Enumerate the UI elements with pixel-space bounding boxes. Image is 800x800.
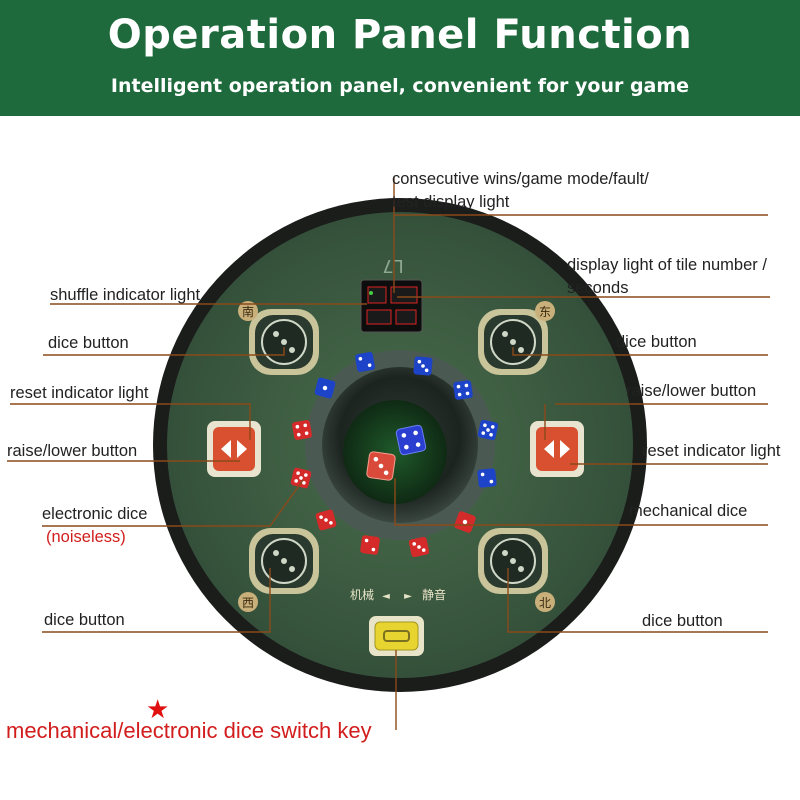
ring-die — [413, 356, 433, 376]
label-dice-button-top-left: dice button — [48, 334, 129, 352]
label-dice-button-top-right: dice button — [616, 333, 697, 351]
mechanical-die-blue — [395, 424, 427, 456]
label-raise-lower-right: raise/lower button — [626, 382, 757, 400]
header-banner: Operation Panel Function Intelligent ope… — [0, 0, 800, 116]
ring-die — [290, 467, 312, 489]
ring-die — [292, 420, 312, 440]
dice-switch-key[interactable] — [369, 616, 424, 656]
raise-lower-button-right[interactable] — [530, 421, 584, 477]
display-code: L7 — [382, 255, 403, 276]
ring-die — [314, 377, 336, 399]
switch-label-mechanical: 机械 — [350, 587, 374, 602]
label-reset-indicator-left: reset indicator light — [10, 384, 149, 402]
svg-text:东: 东 — [539, 305, 551, 319]
dice-button-top-right[interactable] — [478, 309, 548, 375]
seat-marker-south: 南 — [238, 301, 258, 321]
seat-marker-east: 东 — [535, 301, 555, 321]
svg-text:南: 南 — [242, 304, 254, 319]
electronic-dice-ring — [290, 352, 499, 558]
seat-marker-north: 北 — [535, 592, 555, 612]
label-dice-button-bottom-left: dice button — [44, 611, 125, 629]
tile-number-display — [360, 279, 423, 333]
page-title: Operation Panel Function — [107, 12, 693, 58]
label-noiseless: (noiseless) — [46, 528, 126, 546]
switch-arrow-left-icon: ◄ — [382, 591, 390, 602]
dice-button-bottom-left[interactable] — [249, 528, 319, 594]
switch-arrow-right-icon: ► — [404, 591, 412, 602]
mechanical-die-red — [366, 451, 396, 481]
ring-die — [315, 509, 337, 531]
dice-button-top-left[interactable] — [249, 309, 319, 375]
page-subtitle: Intelligent operation panel, convenient … — [110, 75, 690, 97]
label-consecutive-wins: consecutive wins/game mode/fault/ — [392, 170, 649, 188]
star-icon: ★ — [146, 694, 170, 724]
label-test-display: test display light — [392, 193, 510, 211]
switch-label-silent: 静音 — [422, 587, 446, 602]
label-mechanical-dice: mechanical dice — [629, 502, 748, 520]
label-raise-lower-left: raise/lower button — [7, 442, 138, 460]
label-reset-indicator-right: reset indicator light — [642, 442, 781, 460]
seat-marker-west: 西 — [238, 592, 258, 612]
label-shuffle-indicator: shuffle indicator light — [50, 286, 201, 304]
ring-die — [355, 352, 375, 372]
svg-text:西: 西 — [242, 596, 254, 610]
label-tile-number: display light of tile number / — [567, 256, 767, 274]
mechanical-dice-cup — [343, 400, 447, 504]
ring-die — [477, 419, 499, 441]
raise-lower-button-left[interactable] — [207, 421, 261, 477]
label-dice-button-bottom-right: dice button — [642, 612, 723, 630]
svg-text:北: 北 — [539, 596, 551, 610]
label-switch-key: mechanical/electronic dice switch key — [6, 718, 372, 743]
label-seconds: seconds — [567, 279, 629, 297]
ring-die — [408, 536, 430, 558]
dice-button-bottom-right[interactable] — [478, 528, 548, 594]
ring-die — [454, 511, 476, 533]
label-electronic-dice: electronic dice — [42, 505, 148, 523]
ring-die — [477, 468, 497, 488]
ring-die — [360, 535, 380, 555]
leader-lines — [7, 177, 770, 730]
ring-die — [453, 380, 473, 400]
